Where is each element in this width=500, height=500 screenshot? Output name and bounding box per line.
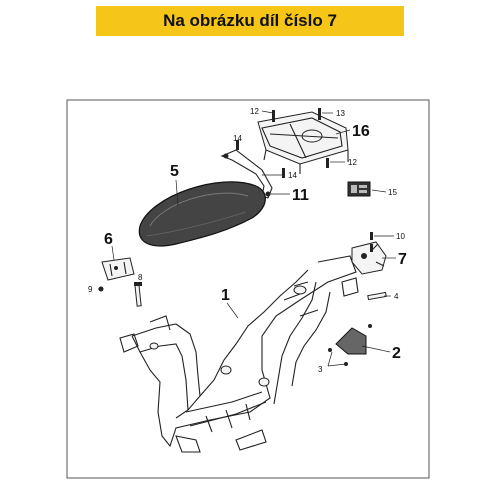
leader-lines [98,110,396,367]
header-banner: Na obrázku díl číslo 7 [96,6,404,36]
frame-cover [335,327,367,355]
callout-3: 3 [318,365,323,374]
callout-12-top: 12 [250,107,259,116]
callout-11: 11 [292,187,309,204]
callout-5: 5 [170,163,179,180]
callout-12-right: 12 [348,158,357,167]
callout-10: 10 [396,232,405,241]
callout-2: 2 [392,345,401,362]
main-frame [119,255,359,453]
seat-latch [351,241,387,275]
callout-14-top: 14 [233,134,242,143]
callout-14-bottom: 14 [288,171,297,180]
diagram-border [66,99,430,479]
rear-carrier-rack [257,111,349,174]
screws-3 [328,324,372,366]
callout-16: 16 [352,123,370,140]
callout-9: 9 [88,285,93,294]
callout-8: 8 [138,273,143,282]
callout-13: 13 [336,109,345,118]
pin-4 [367,291,387,301]
callout-7: 7 [398,251,407,268]
header-title: Na obrázku díl číslo 7 [163,11,337,30]
seat [138,181,266,247]
seat-hinge-bracket [101,257,135,281]
warning-label [347,181,371,197]
callout-1: 1 [221,287,230,304]
bolt-8 [134,282,142,307]
callout-4: 4 [394,292,399,301]
callout-6: 6 [104,231,113,248]
callout-15: 15 [388,188,397,197]
